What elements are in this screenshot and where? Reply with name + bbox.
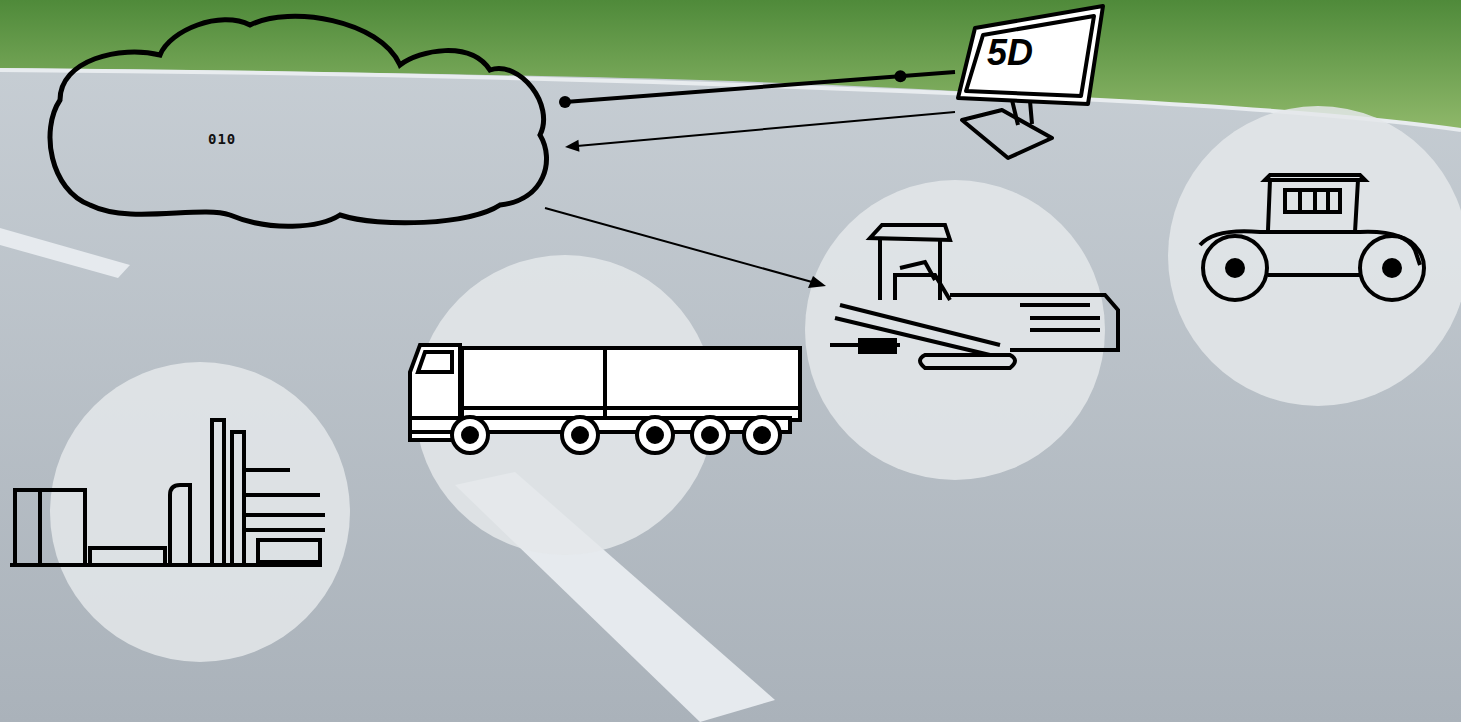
flow-arrow [565, 112, 955, 152]
cloud-outline [40, 12, 565, 237]
data-link [559, 70, 955, 108]
data-cloud: 010 [40, 12, 565, 237]
monitor-outline [955, 2, 1110, 162]
screen-label: 5D [987, 32, 1033, 74]
monitor-screen: 5D [955, 2, 1110, 162]
cloud-data-text: 010 [208, 131, 236, 147]
